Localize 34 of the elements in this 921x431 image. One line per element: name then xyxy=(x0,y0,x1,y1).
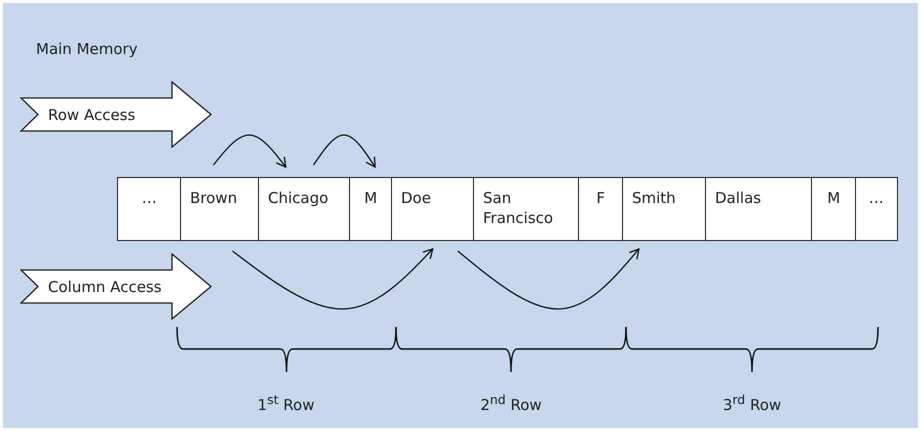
curved-arrow xyxy=(457,248,640,310)
brace-label: 2$^{nd}$ Row xyxy=(480,392,542,414)
memory-cell xyxy=(705,177,812,241)
cell-value: Brown xyxy=(190,188,238,208)
block-arrow xyxy=(20,253,212,320)
cell-value: Smith xyxy=(632,188,677,208)
memory-cell xyxy=(622,177,706,241)
memory-cell xyxy=(180,177,260,241)
brace-label: 3$^{rd}$ Row xyxy=(722,392,782,414)
cell-value: … xyxy=(868,188,885,208)
memory-cell xyxy=(578,177,624,241)
cell-value: M xyxy=(826,188,842,208)
cell-value: … xyxy=(140,188,158,208)
memory-cell xyxy=(349,177,392,241)
cell-value: Dallas xyxy=(715,188,762,208)
memory-cell xyxy=(811,177,856,241)
brace-label: 1$^{st}$ Row xyxy=(258,392,314,414)
memory-cell xyxy=(258,177,350,241)
curved-arrow xyxy=(312,134,376,168)
curved-arrow xyxy=(212,134,286,168)
arrow-label: Row Access xyxy=(48,104,136,124)
panel-title: Main Memory xyxy=(36,40,138,58)
memory-cell xyxy=(117,177,182,241)
memory-cell xyxy=(855,177,898,241)
arrow-label: Column Access xyxy=(48,276,162,296)
curved-arrow xyxy=(232,248,434,310)
block-arrow xyxy=(20,81,212,148)
cell-value: M xyxy=(363,188,378,208)
cell-value: Chicago xyxy=(268,188,330,208)
cell-value: Doe xyxy=(401,188,432,208)
memory-cell xyxy=(391,177,474,241)
cell-value: San Francisco xyxy=(483,188,554,228)
memory-cell xyxy=(473,177,580,241)
cell-value: F xyxy=(595,188,606,208)
